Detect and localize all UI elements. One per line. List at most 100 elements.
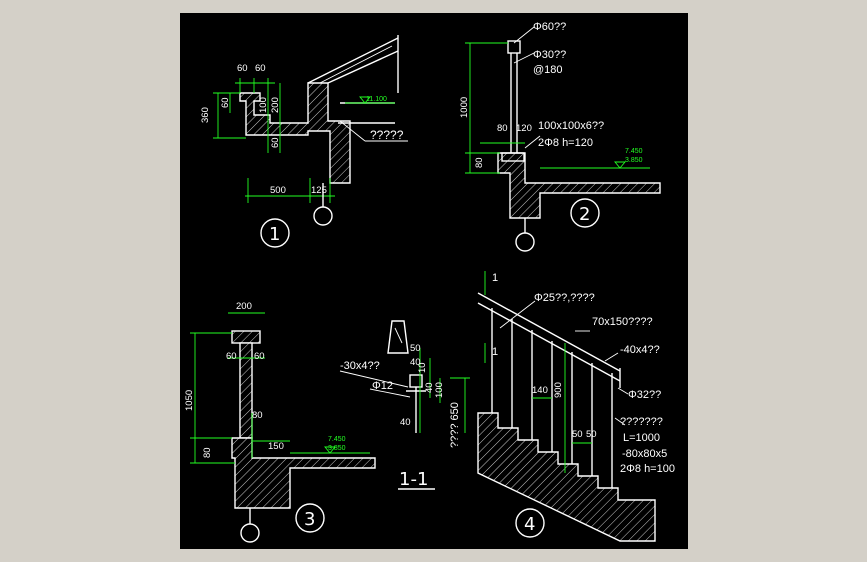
leader [513, 26, 535, 44]
detail-4-number: 4 [524, 514, 535, 535]
dim-40a: 40 [410, 357, 421, 368]
level-7450: 7.450 [625, 148, 643, 155]
note-spacing: @180 [533, 64, 563, 76]
dim-80b: 80 [202, 447, 213, 458]
dim-left-360: 360 [200, 107, 211, 123]
slab-section [497, 152, 661, 219]
stair-section [477, 412, 656, 542]
detail-4: 1 1 Φ25??,???? 70x150???? -40x4?? 140 90… [477, 271, 675, 542]
dim-40b: 40 [424, 382, 435, 393]
dim-1050: 1050 [184, 390, 195, 411]
leader [499, 300, 536, 329]
cad-drawing: 60 60 360 60 200 100 60 500 125 11.100 ?… [184, 21, 675, 543]
section-label: 1-1 [399, 469, 428, 490]
detail-2: Φ60?? Φ30?? @180 1000 80 120 100x100x6??… [459, 21, 661, 252]
parapet-section [239, 82, 351, 184]
axis-bubble [240, 523, 260, 543]
axis-bubble [313, 206, 333, 226]
section-mark-top: 1 [492, 272, 498, 284]
dim-mid-100: 100 [258, 97, 269, 113]
detail-2-bubble [570, 198, 600, 228]
detail-1-number: 1 [269, 224, 280, 245]
dim-top-a: 60 [237, 63, 248, 74]
handrail-bottom [477, 302, 621, 382]
handrail-profile [387, 320, 409, 354]
note-handrail: 70x150???? [592, 316, 653, 328]
level-7450: 7.450 [328, 436, 346, 443]
roof-slope-line-inner [327, 50, 399, 84]
leader [513, 52, 535, 64]
detail-1: 60 60 360 60 200 100 60 500 125 11.100 ?… [200, 35, 408, 248]
leader [369, 388, 411, 398]
note-height: ???? 650 [449, 402, 461, 448]
leader [339, 370, 409, 388]
dim-1000: 1000 [459, 97, 470, 118]
drawing-sheet: 60 60 360 60 200 100 60 500 125 11.100 ?… [180, 13, 688, 549]
level-marker [614, 161, 626, 169]
rail-top [507, 40, 521, 54]
note-rebar: 2Φ8 h=100 [620, 463, 675, 475]
dim-60b: 60 [254, 351, 265, 362]
note-misc: ??????? [620, 416, 663, 428]
detail-2-number: 2 [579, 204, 590, 225]
leader [524, 135, 541, 149]
level-marker [359, 96, 371, 104]
roof-slope-hatch [319, 45, 393, 84]
level-marker [324, 446, 336, 454]
detail-1-bubble [260, 218, 290, 248]
dim-200: 200 [236, 301, 252, 312]
wood-grain [394, 327, 403, 344]
dim-mid-60: 60 [270, 137, 281, 148]
note-rod: Φ12 [372, 380, 393, 392]
dim-bottom-500: 500 [270, 185, 286, 196]
dim-60a: 60 [226, 351, 237, 362]
dim-base-80: 80 [474, 157, 485, 168]
note-angle: -80x80x5 [622, 448, 667, 460]
dim-mid-200: 200 [270, 97, 281, 113]
note-pipe60: Φ60?? [533, 21, 566, 33]
leader [614, 417, 626, 426]
dim-40c: 40 [400, 417, 411, 428]
detail-3-bubble [295, 503, 325, 533]
note-plate: 100x100x6?? [538, 120, 604, 132]
dim-left-60: 60 [220, 97, 231, 108]
dim-80: 80 [497, 123, 508, 134]
parapet-wall [239, 342, 253, 439]
detail-3: 200 60 60 1050 80 80 150 7.450 3.850 3 [184, 301, 376, 543]
dim-140: 140 [532, 385, 548, 396]
level-11100: 11.100 [366, 96, 387, 103]
roof-slope-line [307, 37, 399, 84]
detail-3-number: 3 [304, 509, 315, 530]
handrail-top [477, 292, 621, 372]
dim-50: 50 [410, 343, 421, 354]
note-pipe32: Φ32?? [628, 389, 661, 401]
note-rail: Φ25??,???? [534, 292, 595, 304]
leader [617, 387, 629, 395]
dim-900-label: 900 [553, 382, 564, 398]
handrail-cap [231, 330, 261, 344]
dim-top-b: 60 [255, 63, 266, 74]
section-mark-bottom: 1 [492, 346, 498, 358]
note-flat: -40x4?? [620, 344, 660, 356]
detail-4-bubble [515, 508, 545, 538]
level-3850: 3.850 [328, 445, 346, 452]
note-bar: -30x4?? [340, 360, 380, 372]
slab-section [231, 437, 376, 509]
dim-50b: 50 [586, 429, 597, 440]
note-rebar: 2Φ8 h=120 [538, 137, 593, 149]
leader [604, 352, 619, 362]
dim-150: 150 [268, 441, 284, 452]
note-length: L=1000 [623, 432, 660, 444]
section-1-1: -30x4?? 50 40 40 10 100 Φ12 40 ???? 650 … [339, 320, 470, 490]
dim-bottom-125: 125 [311, 185, 327, 196]
note-detail1: ????? [370, 128, 404, 142]
base-plate [501, 152, 525, 162]
dim-100: 100 [434, 382, 445, 398]
dim-10: 10 [417, 362, 428, 373]
dim-120: 120 [516, 123, 532, 134]
leader-line [339, 120, 366, 142]
level-3850: 3.850 [625, 157, 643, 164]
note-pipe30: Φ30?? [533, 49, 566, 61]
dim-50a: 50 [572, 429, 583, 440]
axis-bubble [515, 232, 535, 252]
